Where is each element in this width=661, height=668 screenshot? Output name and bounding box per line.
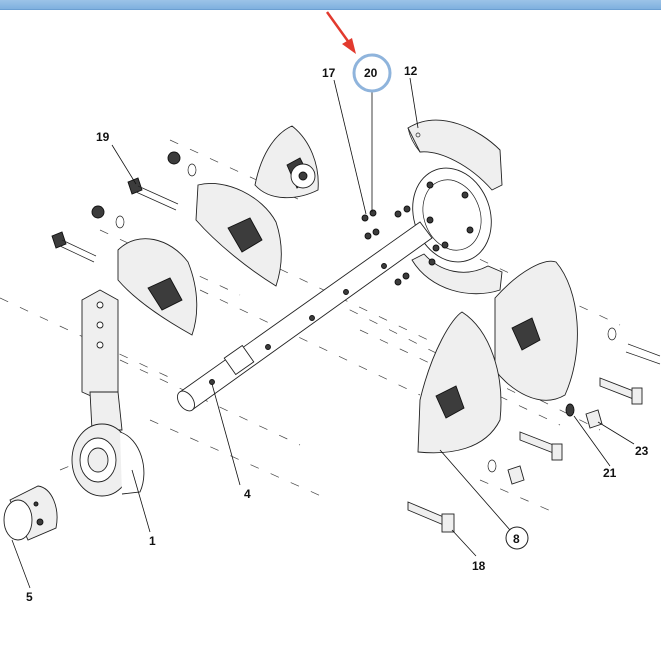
callout-8-circle xyxy=(505,526,529,550)
callout-20: 20 xyxy=(364,66,378,80)
callout-21: 21 xyxy=(603,466,617,480)
callout-17: 17 xyxy=(322,66,336,80)
callout-12: 12 xyxy=(404,64,418,78)
hub-bearing xyxy=(71,423,145,497)
half-flange-ring-upper xyxy=(407,119,503,191)
callout-8: 8 xyxy=(513,532,520,546)
auger-flight-right-back xyxy=(494,260,578,401)
callout-23: 23 xyxy=(635,444,649,458)
window-top-bar xyxy=(0,0,661,10)
callout-4: 4 xyxy=(244,487,251,501)
leader-lines xyxy=(11,77,635,589)
callout-19: 19 xyxy=(96,130,110,144)
bolt-set-right xyxy=(407,327,661,533)
auger-flight-upper xyxy=(254,125,319,199)
collar-cylinder xyxy=(3,485,58,541)
small-screws-cluster xyxy=(361,205,440,286)
auger-flight-middle xyxy=(195,183,282,287)
callout-1: 1 xyxy=(149,534,156,548)
auger-flight-right-front xyxy=(417,311,502,454)
red-pointer-arrow xyxy=(325,11,356,54)
auger-flight-lower xyxy=(117,238,198,336)
callout-5: 5 xyxy=(26,590,33,604)
drive-arm xyxy=(81,289,123,431)
highlight-circle-20 xyxy=(352,53,392,93)
bolt-set-19 xyxy=(51,151,197,263)
callout-18: 18 xyxy=(472,559,486,573)
main-shaft xyxy=(177,221,433,412)
